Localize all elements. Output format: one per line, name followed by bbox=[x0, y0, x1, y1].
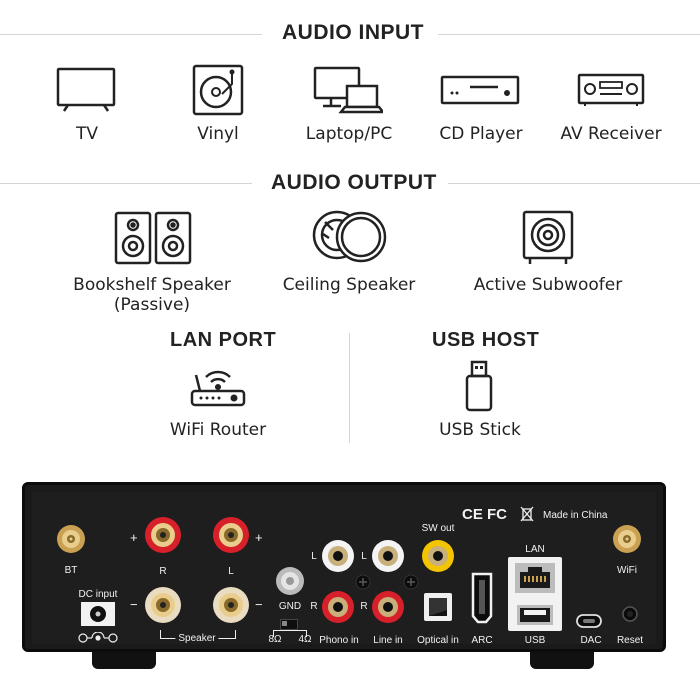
dc-input-jack bbox=[81, 602, 115, 626]
hdmi-arc-port bbox=[471, 572, 493, 624]
reset-label: Reset bbox=[616, 635, 644, 646]
phono-r-label: R bbox=[310, 601, 318, 612]
divider-right bbox=[448, 183, 700, 184]
weee-bin-icon bbox=[520, 506, 534, 522]
divider-left bbox=[0, 34, 262, 35]
speaker-terminal-l-plus bbox=[213, 517, 249, 553]
line-l-label: L bbox=[361, 551, 367, 562]
laptop-pc-icon bbox=[313, 66, 383, 114]
subwoofer-label: Active Subwoofer bbox=[473, 275, 623, 295]
wifi-router-icon bbox=[190, 370, 246, 407]
wifi-label: WiFi bbox=[617, 565, 637, 576]
speaker-plus-right: + bbox=[255, 530, 263, 545]
speaker-minus-left: − bbox=[130, 597, 138, 612]
line-in-r-rca bbox=[372, 591, 404, 623]
speaker-r-label: R bbox=[159, 566, 167, 577]
dc-input-label: DC input bbox=[78, 589, 118, 600]
turntable-icon bbox=[192, 64, 244, 116]
vinyl-label: Vinyl bbox=[197, 124, 239, 144]
speaker-l-label: L bbox=[228, 566, 234, 577]
wifi-antenna-connector bbox=[613, 525, 641, 553]
dc-polarity-icon bbox=[78, 632, 118, 643]
speaker-terminal-r-plus bbox=[145, 517, 181, 553]
impedance-bracket bbox=[273, 630, 307, 637]
usb-host-title: USB HOST bbox=[432, 329, 540, 351]
usb-stick-icon bbox=[465, 360, 493, 412]
dac-usb-c-port bbox=[576, 614, 602, 628]
ohm8-label: 8Ω bbox=[268, 634, 282, 645]
device-foot bbox=[92, 652, 156, 669]
phono-l-label: L bbox=[311, 551, 317, 562]
speaker-label: Speaker bbox=[175, 633, 219, 644]
usb-stick-label: USB Stick bbox=[439, 420, 521, 440]
divider-right bbox=[438, 34, 700, 35]
optical-in-label: Optical in bbox=[417, 635, 459, 646]
impedance-switch-knob[interactable] bbox=[282, 621, 287, 626]
gnd-terminal bbox=[276, 567, 304, 595]
av-receiver-icon bbox=[577, 73, 645, 106]
lan-label: LAN bbox=[525, 544, 545, 555]
usb-port bbox=[517, 605, 553, 625]
wifi-router-label: WiFi Router bbox=[169, 420, 267, 440]
bookshelf-speaker-icon bbox=[114, 211, 192, 265]
ohm4-label: 4Ω bbox=[298, 634, 312, 645]
bookshelf-speaker-label: Bookshelf Speaker bbox=[73, 275, 231, 295]
sw-out-label: SW out bbox=[421, 523, 455, 534]
av-receiver-label: AV Receiver bbox=[560, 124, 662, 144]
phono-in-label: Phono in bbox=[319, 635, 359, 646]
dac-label: DAC bbox=[580, 635, 602, 646]
panel-screw bbox=[403, 574, 419, 590]
phono-in-r-rca bbox=[322, 591, 354, 623]
made-in-label: Made in China bbox=[543, 510, 608, 521]
ceiling-speaker-icon bbox=[312, 210, 387, 263]
laptop-pc-label: Laptop/PC bbox=[305, 124, 393, 144]
lan-port bbox=[515, 563, 555, 593]
impedance-switch[interactable] bbox=[280, 619, 298, 630]
tv-label: TV bbox=[75, 124, 99, 144]
bookshelf-speaker-sublabel: (Passive) bbox=[113, 295, 191, 315]
audio-output-title: AUDIO OUTPUT bbox=[271, 171, 437, 194]
cd-player-label: CD Player bbox=[439, 124, 523, 144]
arc-label: ARC bbox=[471, 635, 493, 646]
lan-port-title: LAN PORT bbox=[170, 329, 277, 351]
cert-marks: CE FC bbox=[462, 506, 507, 523]
lan-usb-divider bbox=[349, 333, 350, 443]
usb-label: USB bbox=[524, 635, 546, 646]
bt-antenna-connector bbox=[57, 525, 85, 553]
device-foot bbox=[530, 652, 594, 669]
line-in-l-rca bbox=[372, 540, 404, 572]
speaker-terminal-r-minus bbox=[145, 587, 181, 623]
bt-label: BT bbox=[64, 565, 78, 576]
speaker-terminal-l-minus bbox=[213, 587, 249, 623]
audio-input-title: AUDIO INPUT bbox=[282, 21, 424, 44]
panel-screw bbox=[355, 574, 371, 590]
phono-in-l-rca bbox=[322, 540, 354, 572]
divider-left bbox=[0, 183, 252, 184]
speaker-plus-left: + bbox=[130, 530, 138, 545]
ceiling-speaker-label: Ceiling Speaker bbox=[282, 275, 416, 295]
reset-button[interactable] bbox=[622, 606, 638, 622]
tv-icon bbox=[56, 67, 116, 112]
gnd-label: GND bbox=[278, 601, 302, 612]
subwoofer-icon bbox=[522, 210, 574, 264]
line-r-label: R bbox=[360, 601, 368, 612]
speaker-minus-right: − bbox=[255, 597, 263, 612]
cd-player-icon bbox=[440, 75, 520, 105]
optical-in-port bbox=[424, 593, 452, 621]
sw-out-rca bbox=[422, 540, 454, 572]
line-in-label: Line in bbox=[373, 635, 403, 646]
